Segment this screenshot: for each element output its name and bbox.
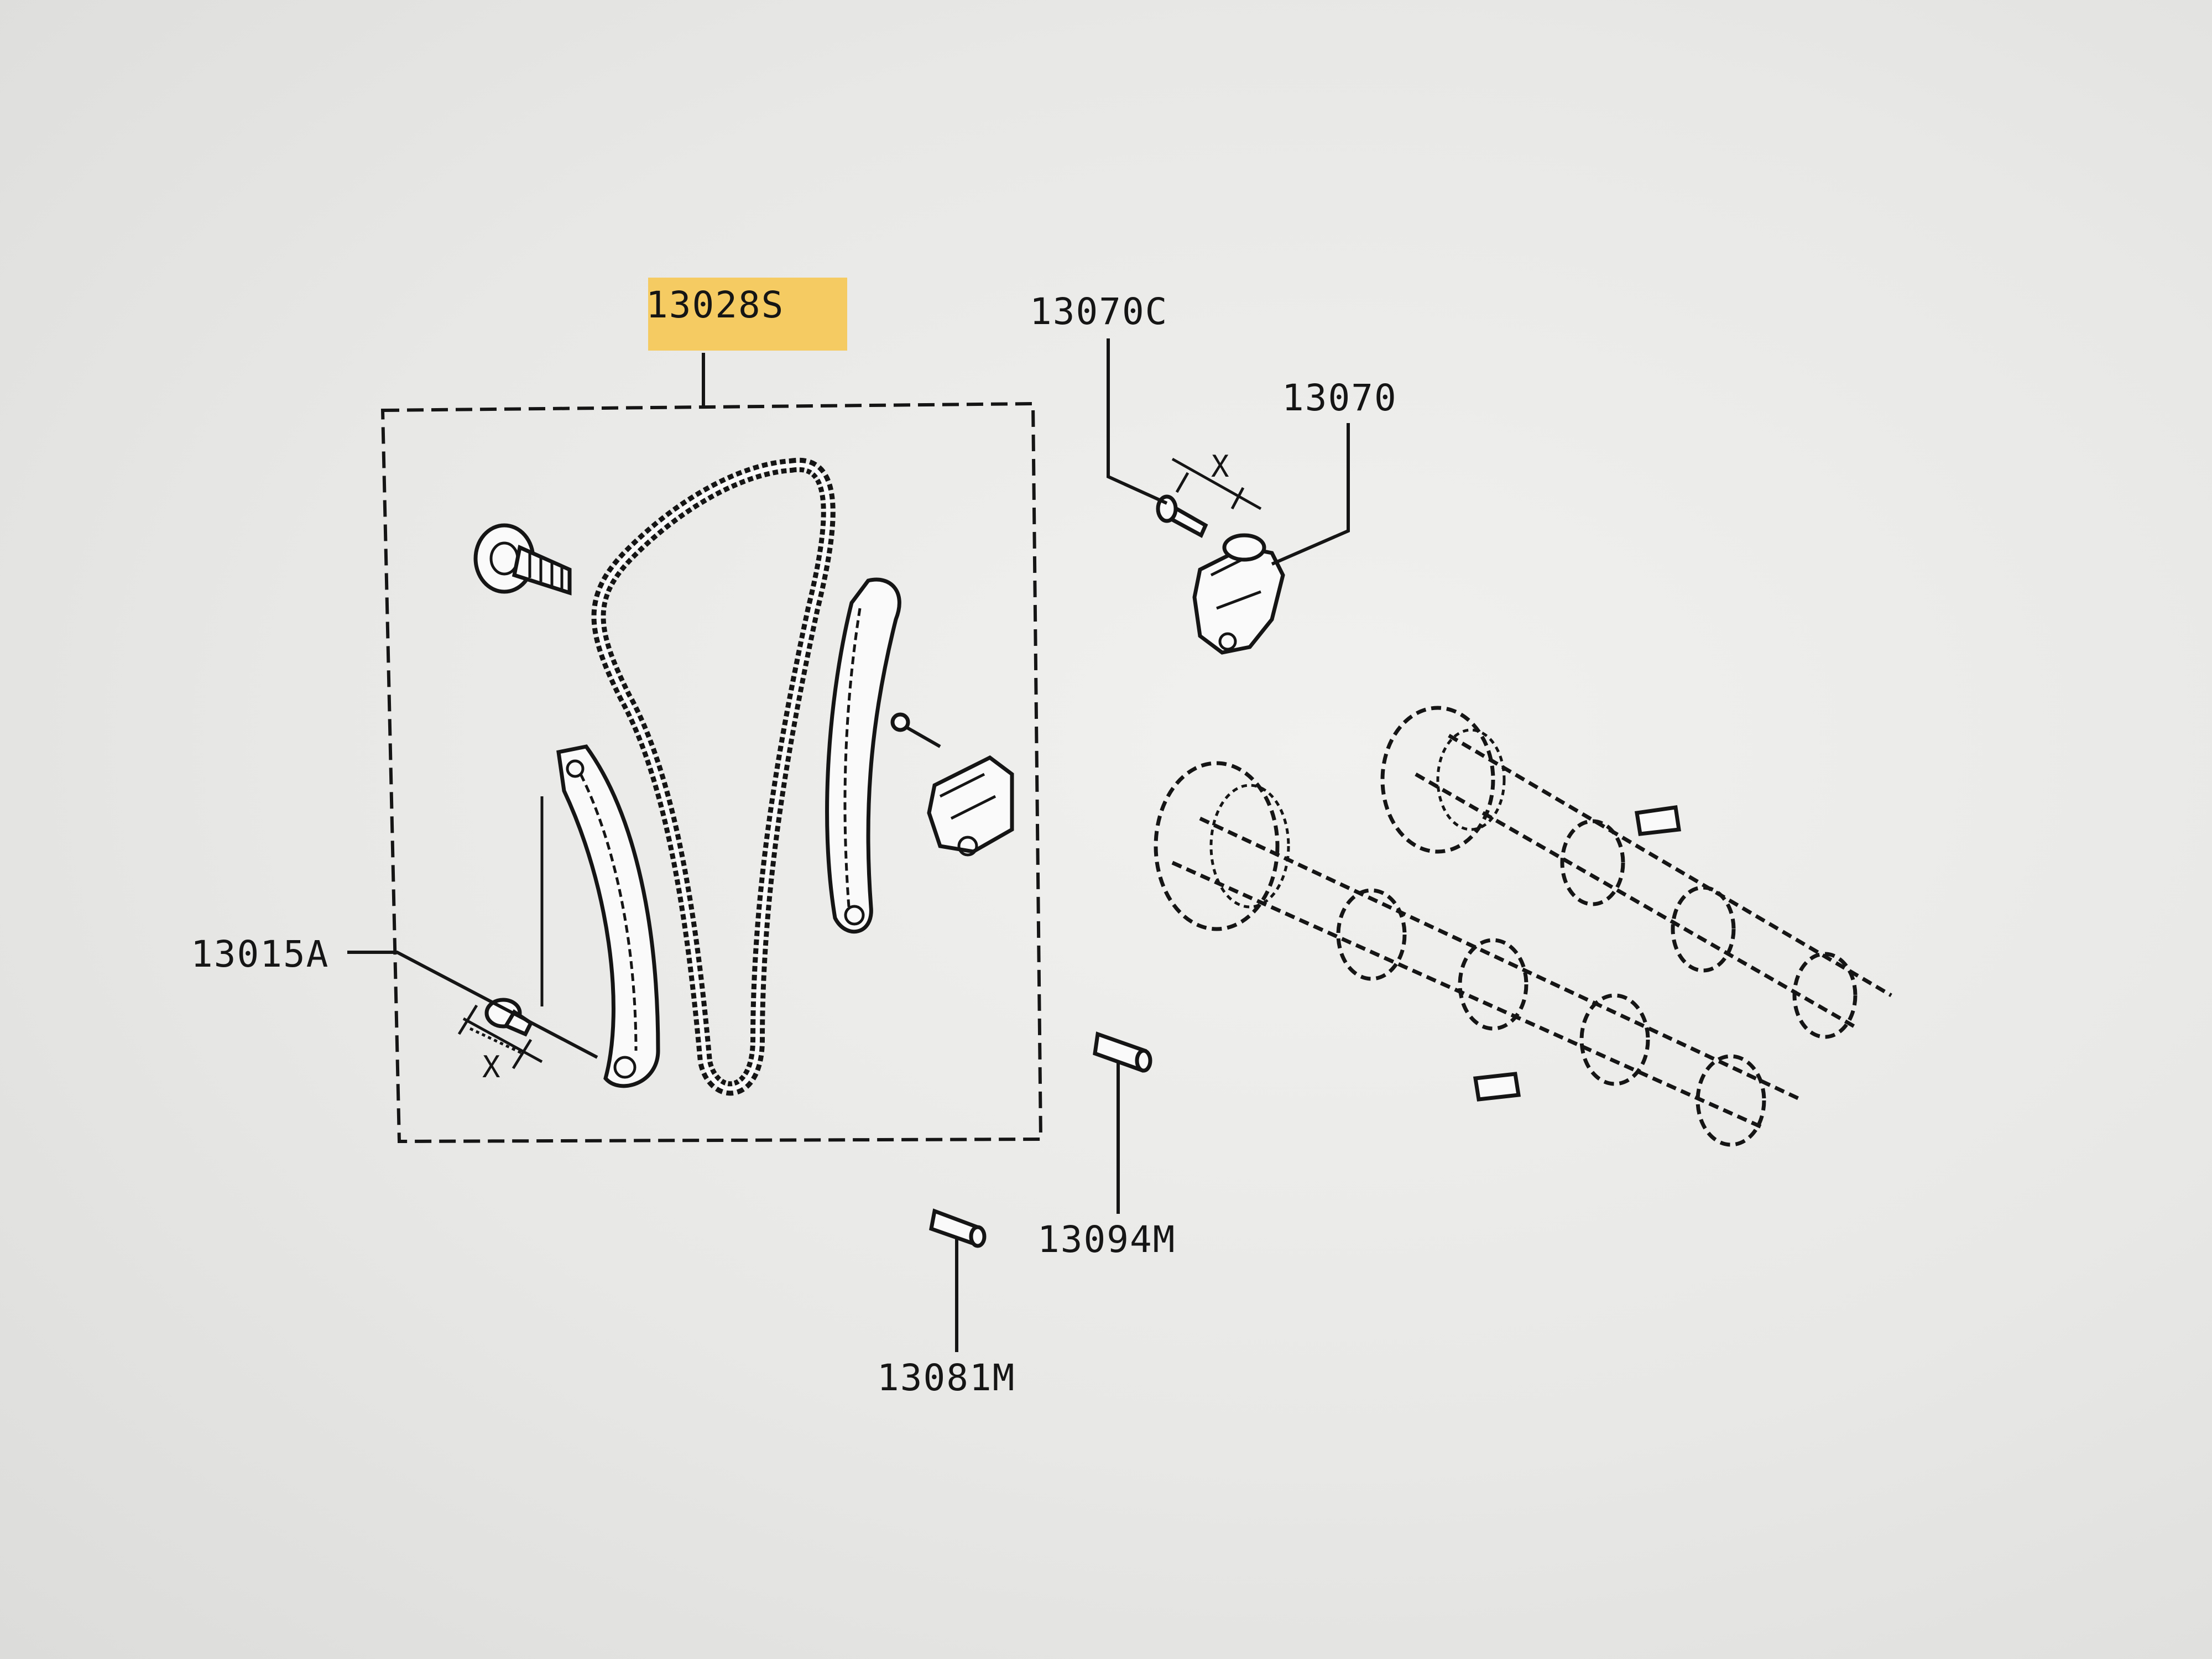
timing-chain-inner [596, 462, 831, 1091]
label-13081m[interactable]: 13081M [877, 1357, 1015, 1399]
leader-13015a [347, 951, 598, 1059]
kit-boundary-box [380, 401, 1043, 1144]
label-13028s[interactable]: 13028S [646, 284, 784, 326]
torque-mark-upper: X [1171, 449, 1262, 510]
torque-mark-lower: X [457, 1004, 543, 1084]
tension-guide [540, 744, 660, 1088]
label-13070[interactable]: 13070 [1282, 377, 1397, 419]
camshaft-intake [1154, 761, 1804, 1147]
label-13094m[interactable]: 13094M [1037, 1218, 1176, 1261]
pivot-bolt [473, 523, 572, 596]
dowel-pin-lower [929, 1208, 987, 1248]
camshaft-sprocket [1192, 533, 1285, 655]
cam-plug-lower [1473, 1072, 1521, 1102]
chain-tensioner [890, 712, 1014, 857]
torque-mark-text-upper: X [1211, 449, 1230, 484]
guide-bolt [484, 998, 534, 1037]
camshaft-exhaust [1380, 706, 1892, 1039]
label-13070c[interactable]: 13070C [1030, 290, 1168, 333]
torque-mark-text-lower: X [482, 1050, 502, 1084]
label-13015a[interactable]: 13015A [191, 933, 329, 975]
leader-13070c [1107, 338, 1168, 505]
dowel-pin-upper [1093, 1031, 1152, 1073]
cam-plug-upper [1634, 805, 1681, 836]
leader-13070 [1271, 423, 1350, 566]
slack-guide [825, 577, 901, 934]
sprocket-bolt [1156, 494, 1208, 538]
highlight-box [648, 278, 847, 351]
